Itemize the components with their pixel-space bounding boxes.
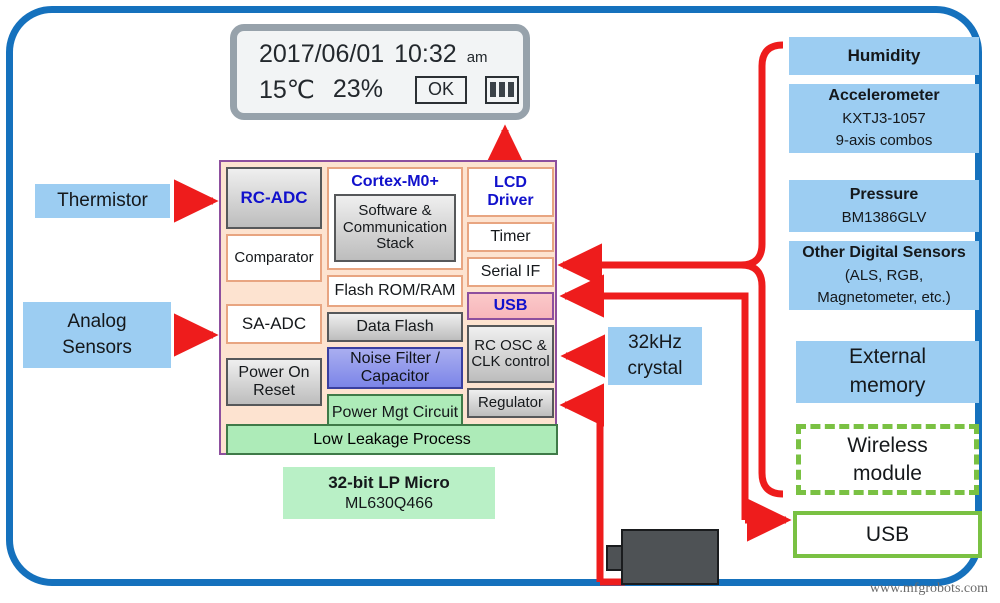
- lcd-time: 10:32: [394, 39, 457, 68]
- block-timer[interactable]: Timer: [467, 222, 554, 252]
- thermistor-block[interactable]: Thermistor: [35, 184, 170, 218]
- accelerometer-sensor-block[interactable]: Accelerometer KXTJ3-1057 9-axis combos: [789, 84, 979, 153]
- other-sensors-title: Other Digital Sensors: [802, 244, 966, 262]
- crystal-line2: crystal: [627, 358, 683, 379]
- block-rc-adc[interactable]: RC-ADC: [226, 167, 322, 229]
- accelerometer-title: Accelerometer: [828, 87, 940, 105]
- battery-icon: [484, 75, 519, 104]
- crystal-line1: 32kHz: [628, 331, 682, 353]
- block-noise-filter-capacitor[interactable]: Noise Filter / Capacitor: [327, 347, 463, 389]
- wireless-line2: module: [853, 461, 922, 485]
- other-sensors-line3: Magnetometer, etc.): [817, 288, 951, 306]
- block-comparator[interactable]: Comparator: [226, 234, 322, 282]
- block-data-flash[interactable]: Data Flash: [327, 312, 463, 342]
- other-sensors-line2: (ALS, RGB,: [844, 267, 924, 285]
- mcu-left-column: RC-ADC Comparator SA-ADC Power On Reset: [226, 167, 322, 411]
- 32khz-crystal-block[interactable]: 32kHz crystal: [608, 327, 702, 385]
- mcu-middle-column: Cortex-M0+ Software & Communication Stac…: [327, 167, 463, 437]
- lcd-bottom-row: 15℃ 23% OK: [259, 75, 519, 105]
- block-cortex-m0-plus[interactable]: Cortex-M0+ Software & Communication Stac…: [327, 167, 463, 270]
- caption-title: 32-bit LP Micro: [328, 473, 450, 492]
- lcd-humidity: 23%: [332, 75, 383, 103]
- watermark: www.mfgrobots.com: [869, 581, 988, 596]
- mcu-right-column: LCD Driver Timer Serial IF USB RC OSC & …: [467, 167, 554, 423]
- lcd-ampm: am: [466, 48, 488, 66]
- wireless-line1: Wireless: [847, 433, 928, 457]
- analog-sensors-line1: Analog: [67, 310, 127, 332]
- analog-sensors-line2: Sensors: [62, 337, 132, 358]
- power-connector: [621, 529, 719, 585]
- lcd-display-panel: 2017/06/01 10:32 am 15℃ 23% OK: [230, 24, 530, 120]
- block-power-on-reset[interactable]: Power On Reset: [226, 358, 322, 406]
- pressure-title: Pressure: [849, 185, 919, 203]
- caption-part-number: ML630Q466: [344, 495, 434, 512]
- lcd-top-row: 2017/06/01 10:32 am: [259, 40, 509, 69]
- lcd-date: 2017/06/01: [259, 39, 385, 68]
- pressure-part: BM1386GLV: [841, 208, 927, 226]
- block-software-communication-stack[interactable]: Software & Communication Stack: [334, 194, 456, 262]
- external-memory-line1: External: [848, 345, 927, 369]
- analog-sensors-block[interactable]: Analog Sensors: [23, 302, 171, 368]
- block-usb[interactable]: USB: [467, 292, 554, 320]
- external-usb-block[interactable]: USB: [793, 511, 982, 558]
- ok-button[interactable]: OK: [414, 75, 467, 104]
- block-sa-adc[interactable]: SA-ADC: [226, 304, 322, 344]
- block-regulator[interactable]: Regulator: [467, 388, 554, 418]
- cortex-title: Cortex-M0+: [351, 173, 439, 190]
- humidity-sensor-block[interactable]: Humidity: [789, 37, 979, 75]
- chip-caption: 32-bit LP Micro ML630Q466: [283, 467, 495, 519]
- block-serial-if[interactable]: Serial IF: [467, 257, 554, 287]
- pressure-sensor-block[interactable]: Pressure BM1386GLV: [789, 180, 979, 232]
- lcd-temperature: 15℃: [259, 75, 315, 104]
- block-flash-rom-ram[interactable]: Flash ROM/RAM: [327, 275, 463, 307]
- block-low-leakage-process: Low Leakage Process: [226, 424, 558, 455]
- wireless-module-block[interactable]: Wireless module: [796, 424, 979, 495]
- other-digital-sensors-block[interactable]: Other Digital Sensors (ALS, RGB, Magneto…: [789, 241, 979, 310]
- accelerometer-note: 9-axis combos: [835, 131, 933, 149]
- 32-bit-lp-micro-chip: RC-ADC Comparator SA-ADC Power On Reset …: [219, 160, 558, 455]
- external-memory-block[interactable]: External memory: [796, 341, 979, 403]
- block-rc-osc-clk-control[interactable]: RC OSC & CLK control: [467, 325, 554, 383]
- block-lcd-driver[interactable]: LCD Driver: [467, 167, 554, 217]
- accelerometer-part: KXTJ3-1057: [842, 110, 926, 128]
- external-memory-line2: memory: [849, 374, 926, 397]
